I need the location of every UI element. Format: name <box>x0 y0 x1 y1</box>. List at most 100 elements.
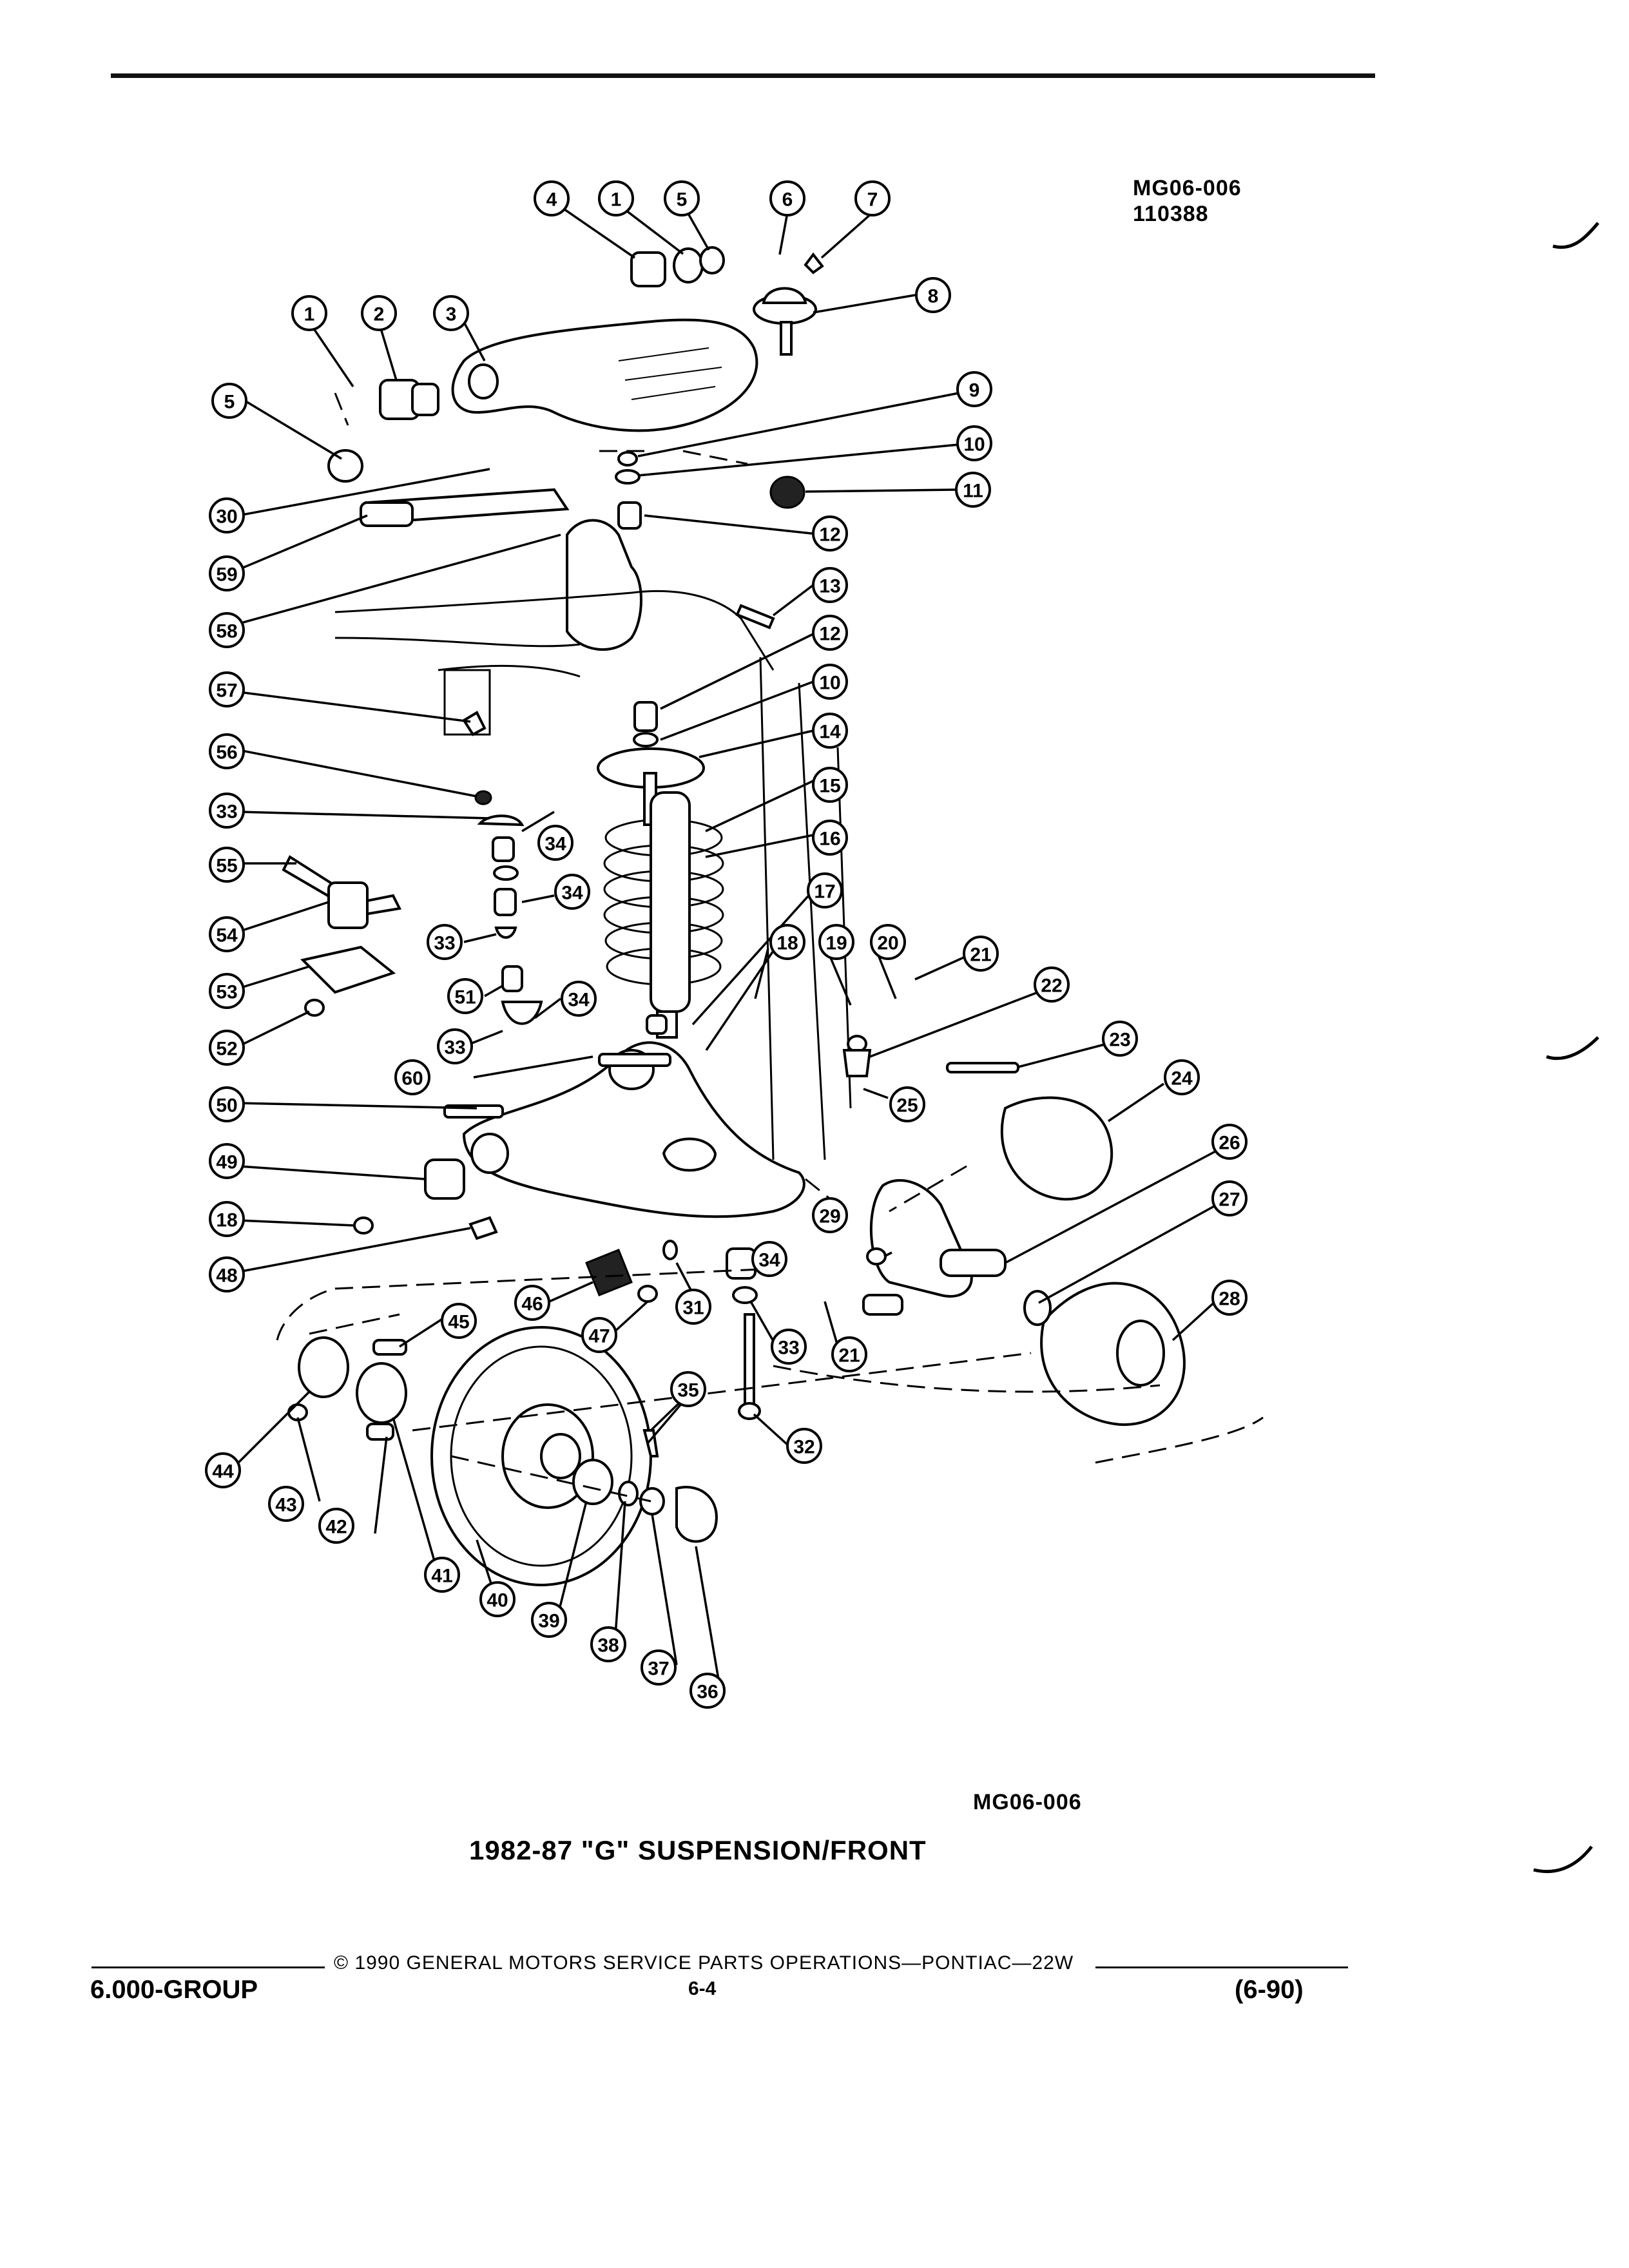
callout-21-bottom: 21 <box>831 1336 867 1372</box>
brake-rotor <box>430 1326 652 1586</box>
svg-text:5: 5 <box>224 392 235 413</box>
callout-16: 16 <box>812 820 848 856</box>
svg-text:28: 28 <box>1219 1289 1240 1310</box>
callout-34-a: 34 <box>537 825 574 861</box>
svg-text:45: 45 <box>448 1312 469 1333</box>
svg-text:32: 32 <box>793 1437 815 1458</box>
svg-text:34: 34 <box>568 990 590 1011</box>
callout-12-top: 12 <box>812 515 848 552</box>
svg-text:47: 47 <box>588 1326 610 1347</box>
callout-6: 6 <box>769 180 805 216</box>
callout-17: 17 <box>807 872 843 908</box>
svg-text:35: 35 <box>677 1380 699 1401</box>
diagram-title: 1982-87 "G" SUSPENSION/FRONT <box>469 1835 927 1865</box>
callout-43: 43 <box>268 1486 304 1522</box>
callout-34-d: 34 <box>751 1241 787 1277</box>
footer-copyright: © 1990 GENERAL MOTORS SERVICE PARTS OPER… <box>334 1952 1074 1974</box>
callout-14: 14 <box>812 713 848 749</box>
callout-12-mid: 12 <box>812 615 848 651</box>
lower-control-arm <box>424 1041 805 1218</box>
callout-59: 59 <box>209 555 245 591</box>
svg-text:27: 27 <box>1219 1189 1240 1211</box>
callout-9: 9 <box>956 371 992 407</box>
svg-text:51: 51 <box>454 987 476 1008</box>
svg-text:25: 25 <box>896 1095 918 1117</box>
svg-text:33: 33 <box>778 1338 799 1359</box>
diagram-code-header: MG06-006 110388 <box>1133 175 1242 227</box>
svg-text:38: 38 <box>597 1635 619 1657</box>
svg-text:23: 23 <box>1109 1030 1130 1051</box>
callout-24: 24 <box>1164 1059 1200 1095</box>
svg-text:57: 57 <box>216 680 237 702</box>
svg-text:10: 10 <box>963 434 985 456</box>
diagram-code-caption: MG06-006 <box>973 1790 1082 1814</box>
svg-text:18: 18 <box>776 933 798 954</box>
svg-text:59: 59 <box>216 564 237 586</box>
assembly-outlines <box>276 392 1264 1503</box>
callout-3: 3 <box>433 295 469 331</box>
callout-55: 55 <box>209 847 245 883</box>
svg-text:50: 50 <box>216 1095 237 1117</box>
callout-10-top: 10 <box>956 425 992 461</box>
callout-56: 56 <box>209 733 245 769</box>
margin-mark-2 <box>1546 1036 1599 1061</box>
callout-58: 58 <box>209 612 245 648</box>
callout-34-c: 34 <box>561 981 597 1017</box>
svg-text:5: 5 <box>677 189 688 211</box>
diagram-date-code: 110388 <box>1133 202 1209 226</box>
svg-text:34: 34 <box>545 834 566 855</box>
steering-knuckle <box>842 1035 1113 1316</box>
svg-text:34: 34 <box>561 883 583 904</box>
callout-22: 22 <box>1034 966 1070 1003</box>
svg-text:36: 36 <box>697 1682 718 1703</box>
upper-arm-bushings <box>327 246 725 483</box>
svg-text:48: 48 <box>216 1265 237 1287</box>
svg-text:41: 41 <box>431 1566 452 1587</box>
callout-38: 38 <box>590 1626 626 1662</box>
svg-text:39: 39 <box>538 1611 559 1632</box>
callout-5-top: 5 <box>664 180 700 216</box>
svg-text:1: 1 <box>611 189 622 211</box>
callout-23: 23 <box>1102 1021 1138 1057</box>
svg-text:2: 2 <box>374 304 385 325</box>
svg-text:12: 12 <box>819 624 840 645</box>
callout-18-right: 18 <box>769 924 805 960</box>
margin-mark-1 <box>1552 222 1599 249</box>
svg-text:1: 1 <box>304 304 315 325</box>
callout-31: 31 <box>675 1289 711 1325</box>
footer-date: (6-90) <box>1235 1975 1304 2004</box>
svg-text:21: 21 <box>838 1345 860 1367</box>
callout-53: 53 <box>209 973 245 1009</box>
svg-text:33: 33 <box>444 1037 465 1059</box>
callout-54: 54 <box>209 916 245 952</box>
callout-44: 44 <box>205 1452 241 1488</box>
callout-48: 48 <box>209 1256 245 1293</box>
bump-stops <box>615 451 805 747</box>
svg-text:56: 56 <box>216 742 237 764</box>
callout-47: 47 <box>581 1317 617 1353</box>
callout-28: 28 <box>1211 1280 1248 1316</box>
callout-33-low: 33 <box>437 1028 473 1064</box>
callout-11: 11 <box>955 472 991 508</box>
svg-text:53: 53 <box>216 982 237 1003</box>
svg-text:14: 14 <box>819 722 841 743</box>
footer-rule-right <box>1095 1966 1348 1968</box>
shock-absorber <box>643 772 691 1039</box>
svg-text:29: 29 <box>819 1206 840 1227</box>
callout-1-top: 1 <box>598 180 634 216</box>
callout-2: 2 <box>361 295 397 331</box>
callout-52: 52 <box>209 1030 245 1066</box>
top-rule <box>111 73 1375 78</box>
callout-32: 32 <box>786 1428 822 1464</box>
callout-15: 15 <box>812 767 848 803</box>
svg-text:11: 11 <box>963 481 983 502</box>
callout-8: 8 <box>915 277 951 313</box>
svg-text:8: 8 <box>928 286 939 307</box>
svg-text:43: 43 <box>275 1495 296 1516</box>
footer-page-number: 6-4 <box>688 1978 717 1999</box>
lower-arm-hardware <box>353 1216 761 1420</box>
svg-text:24: 24 <box>1171 1068 1193 1090</box>
svg-text:19: 19 <box>825 933 847 954</box>
callout-35: 35 <box>670 1371 706 1407</box>
